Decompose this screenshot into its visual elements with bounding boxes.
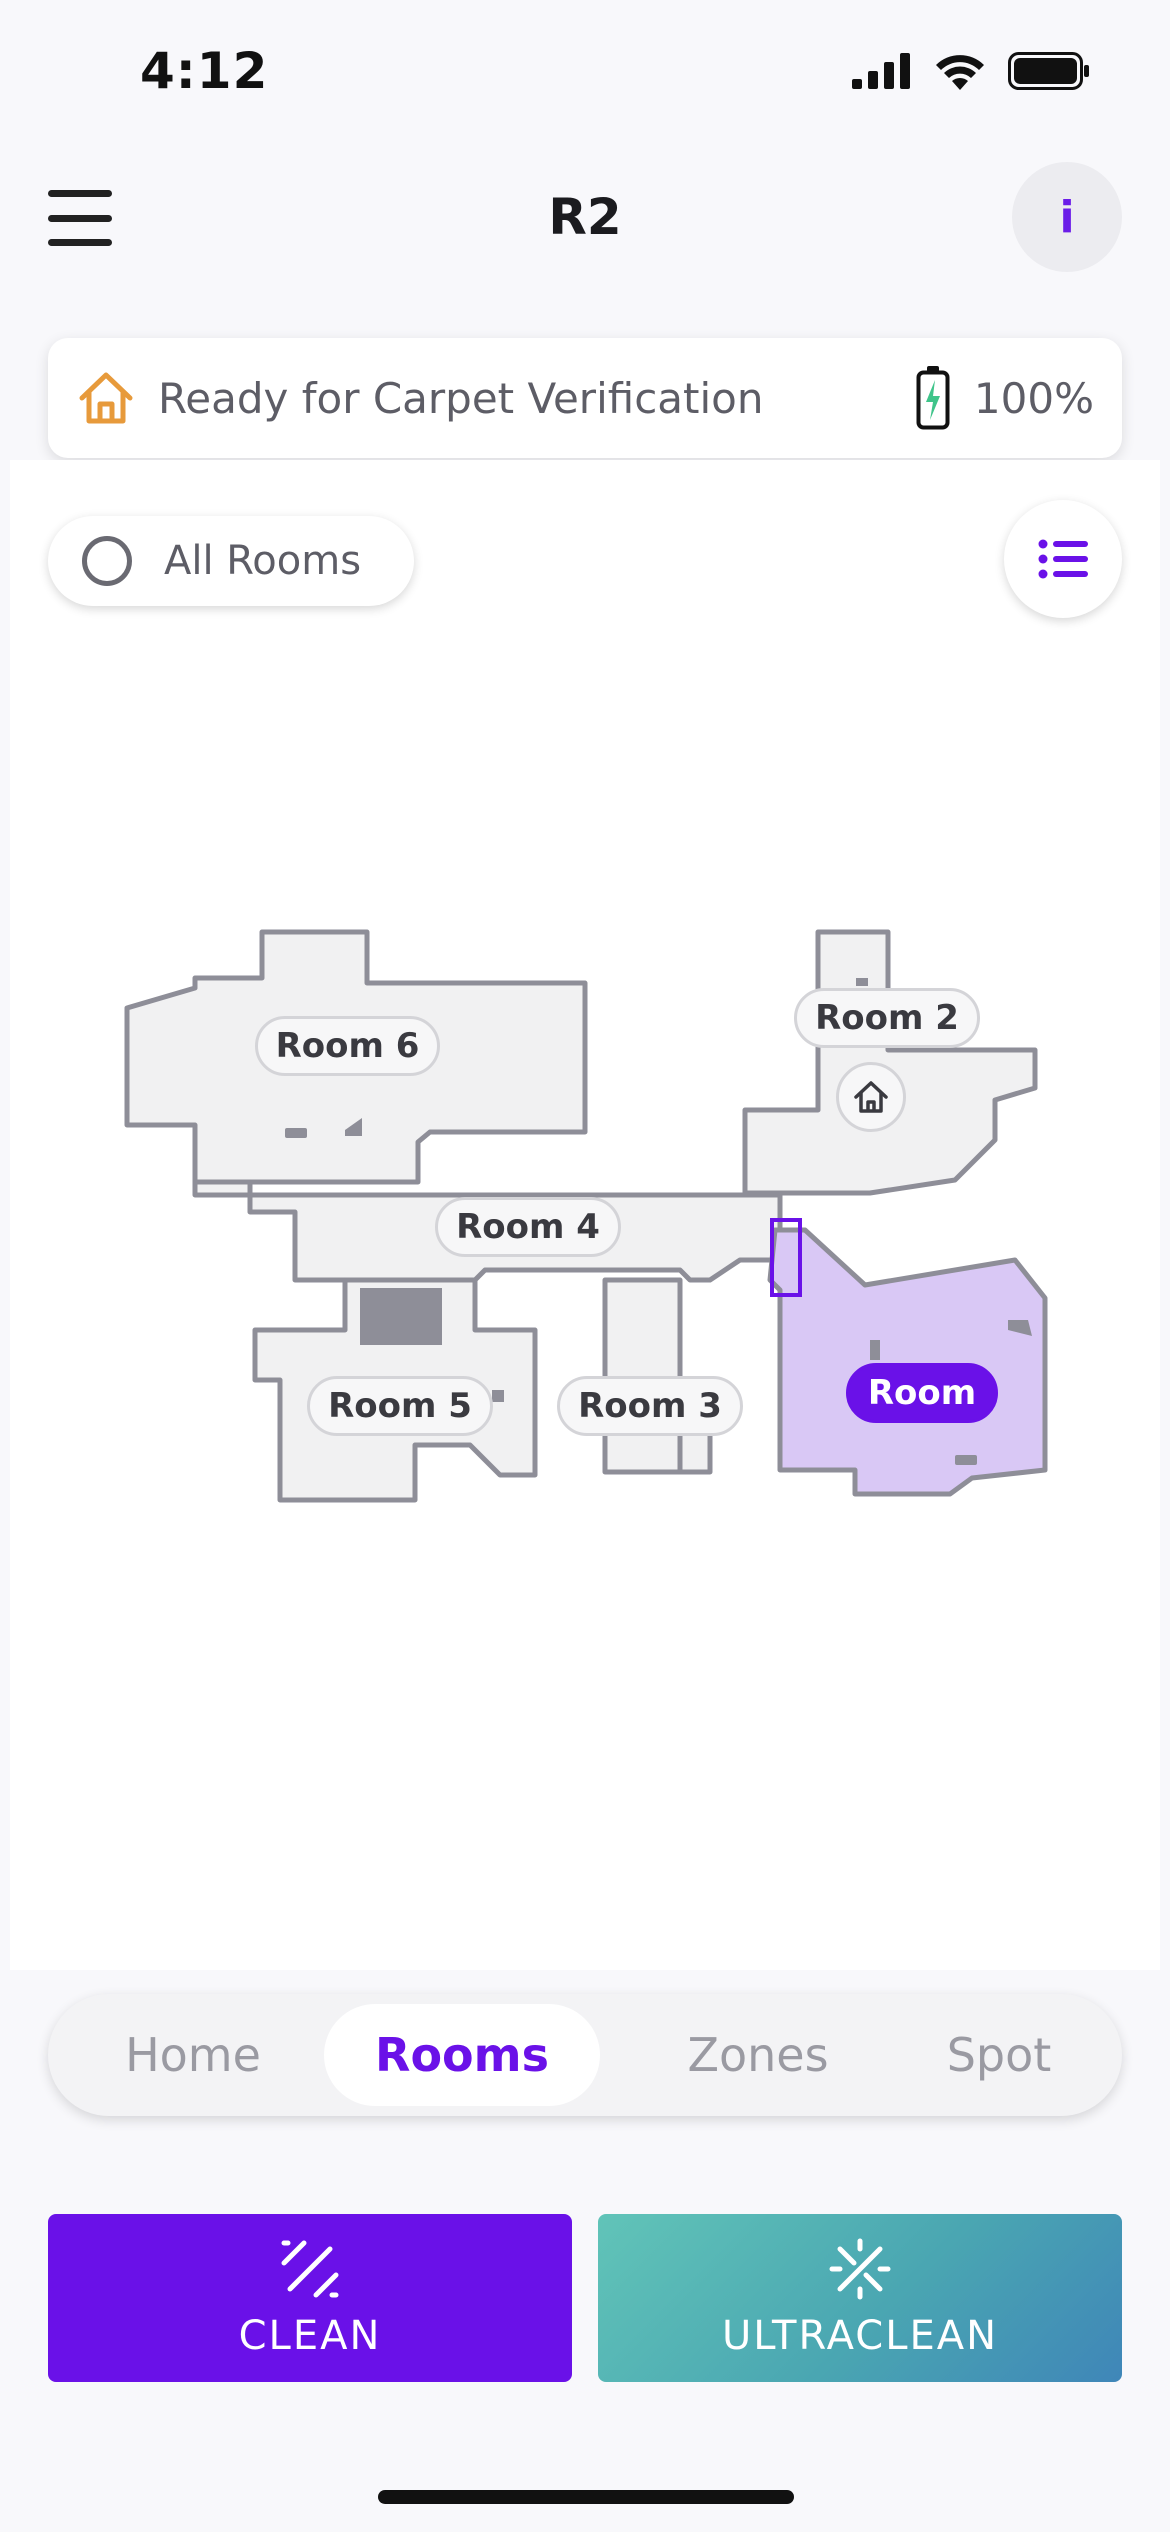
- room-2-area: [742, 929, 1038, 1196]
- selected-room-door: [770, 1218, 802, 1297]
- dock-home-icon: [854, 1081, 888, 1113]
- room-4-label[interactable]: Room 4: [435, 1197, 621, 1257]
- obstacle-block: [492, 1390, 504, 1402]
- robot-status-card[interactable]: Ready for Carpet Verification 100%: [48, 338, 1122, 458]
- obstacle-block: [870, 1340, 880, 1360]
- header: R2 i: [0, 150, 1170, 290]
- obstacle-block: [1008, 1320, 1032, 1336]
- battery-status-icon: [1008, 52, 1089, 90]
- all-rooms-label: All Rooms: [164, 538, 362, 584]
- info-button[interactable]: i: [1012, 162, 1122, 272]
- status-message: Ready for Carpet Verification: [158, 373, 764, 423]
- clean-sparkle-icon: [281, 2240, 339, 2298]
- all-rooms-toggle[interactable]: All Rooms: [48, 516, 414, 606]
- menu-icon-bar: [48, 190, 112, 197]
- room-2-label[interactable]: Room 2: [794, 988, 980, 1048]
- menu-icon-bar: [48, 239, 112, 246]
- battery-charging-icon: [916, 366, 950, 430]
- cellular-signal-icon: [852, 53, 910, 89]
- obstacle-block: [856, 978, 868, 986]
- menu-icon-bar: [48, 214, 112, 222]
- room-5-label[interactable]: Room 5: [307, 1376, 493, 1436]
- selected-room-label[interactable]: Room: [846, 1363, 998, 1423]
- obstacle-block: [345, 1118, 362, 1136]
- map-area[interactable]: All Rooms Room 6 Room 2 Room 4 Room 5 Ro…: [10, 460, 1160, 1970]
- clean-label: CLEAN: [238, 2313, 382, 2359]
- menu-button[interactable]: [48, 190, 112, 246]
- tab-rooms[interactable]: Rooms: [324, 2004, 600, 2106]
- mode-tabs: Home Rooms Zones Spot: [48, 1994, 1122, 2116]
- battery-percentage: 100%: [973, 373, 1094, 423]
- tab-home[interactable]: Home: [125, 2028, 261, 2082]
- obstacle-block: [955, 1455, 977, 1465]
- selected-room-area: [767, 1227, 1048, 1497]
- status-icons: [852, 52, 1090, 90]
- room-list-button[interactable]: [1004, 500, 1122, 618]
- page-title: R2: [548, 188, 622, 246]
- status-time: 4:12: [140, 42, 269, 100]
- tab-zones[interactable]: Zones: [687, 2028, 829, 2082]
- obstacle-block: [360, 1288, 442, 1345]
- room-6-label[interactable]: Room 6: [255, 1016, 440, 1076]
- room-3-label[interactable]: Room 3: [557, 1376, 743, 1436]
- home-indicator[interactable]: [378, 2490, 794, 2504]
- ultraclean-label: ULTRACLEAN: [721, 2313, 999, 2359]
- dock-icon: [836, 1062, 906, 1132]
- radio-unchecked-icon: [82, 536, 132, 586]
- ultraclean-button[interactable]: ULTRACLEAN: [598, 2214, 1122, 2382]
- obstacle-block: [285, 1128, 307, 1138]
- clean-button[interactable]: CLEAN: [48, 2214, 572, 2382]
- list-icon: [1038, 539, 1088, 579]
- ultraclean-sparkle-icon: [829, 2238, 891, 2300]
- tab-spot[interactable]: Spot: [946, 2028, 1052, 2082]
- wifi-icon: [936, 55, 984, 90]
- home-icon: [79, 372, 133, 424]
- status-bar: 4:12: [0, 0, 1170, 150]
